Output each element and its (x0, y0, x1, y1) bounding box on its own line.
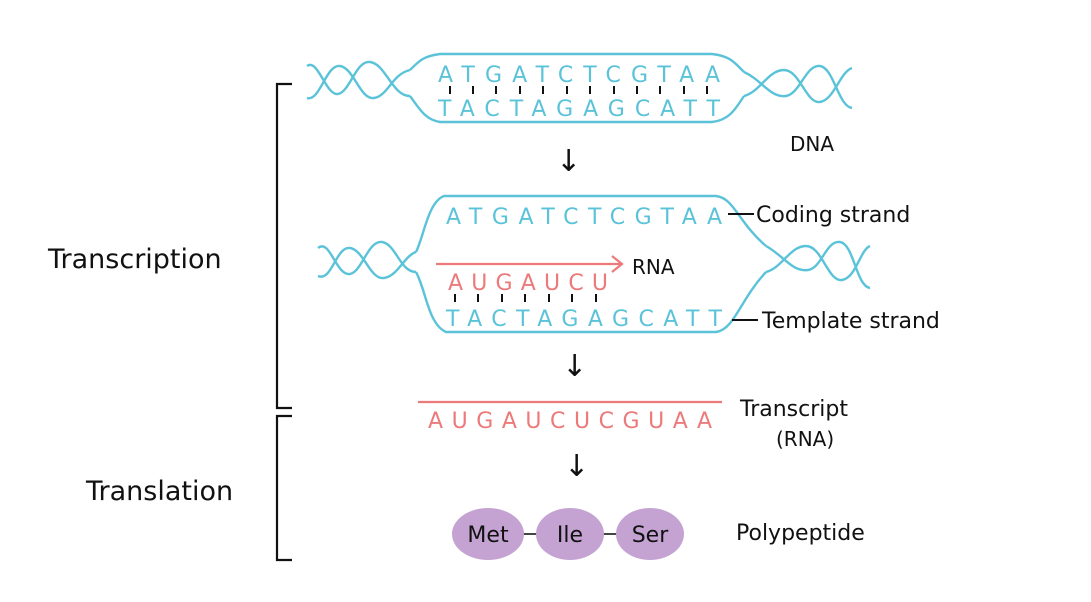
transcript-label-rna: (RNA) (776, 427, 834, 451)
template-strand-label: Template strand (761, 309, 940, 334)
transcript-sequence: AUGAUCUCGUAA (428, 409, 712, 434)
amino-acid-ile (536, 508, 604, 560)
dna-bubble-top (409, 52, 745, 73)
down-arrow-icon: ↓ (562, 349, 587, 384)
transcription-bubble (317, 194, 871, 334)
amino-acid-met (452, 508, 524, 560)
transcript-label: Transcript (739, 397, 848, 422)
coding-strand-label: Coding strand (756, 203, 910, 228)
dna-top-strand: ATGATCTCGTAA (438, 63, 720, 88)
template-strand-sequence: TACTAGAGCATT (445, 307, 723, 332)
bubble-lower-arc (414, 271, 767, 334)
rna-partial-sequence: AUGAUCU (448, 271, 608, 296)
down-arrow-icon: ↓ (556, 144, 581, 179)
dna-label: DNA (790, 132, 834, 156)
dna-double-helix (306, 52, 853, 124)
polypeptide-chain: Met Ile Ser (452, 508, 684, 560)
coding-strand-sequence: ATGATCTCGTAA (446, 205, 722, 230)
transcription-label: Transcription (47, 244, 222, 275)
rna-synthesis-arrow (436, 255, 624, 273)
polypeptide-label: Polypeptide (736, 521, 865, 546)
amino-acid-label: Ser (632, 523, 670, 548)
down-arrow-icon: ↓ (564, 449, 589, 484)
amino-acid-label: Ile (557, 523, 583, 548)
amino-acid-label: Met (467, 523, 509, 548)
rna-template-pair-ticks (454, 294, 597, 302)
rna-label: RNA (632, 255, 675, 279)
dna-bubble-bottom (409, 95, 745, 124)
translation-label: Translation (85, 476, 233, 507)
dna-base-pair-ticks (449, 86, 708, 94)
transcription-bracket (275, 82, 292, 410)
dna-bottom-strand: TACTAGAGCATT (437, 97, 721, 122)
translation-bracket (275, 414, 292, 562)
amino-acid-ser (616, 508, 684, 560)
bubble-upper-arc (414, 194, 767, 253)
